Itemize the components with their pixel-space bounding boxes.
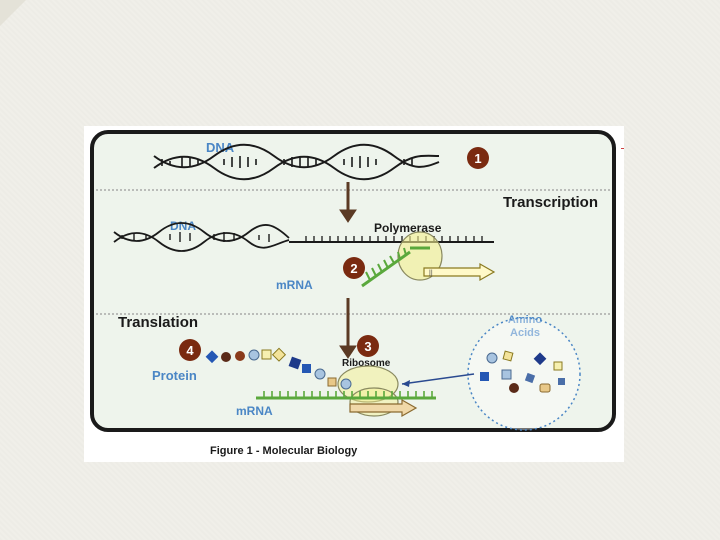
step-1-number: 1 [474, 151, 481, 166]
step-3-number: 3 [364, 339, 371, 354]
figure-caption: Figure 1 - Molecular Biology [210, 445, 358, 457]
polymerase-label: Polymerase [374, 221, 442, 235]
amino-acids-label-line-2: Acids [510, 327, 540, 339]
polymerase-direction-arrow-icon: || [423, 262, 496, 282]
dna-label-top: DNA [206, 140, 235, 155]
protein-label: Protein [152, 368, 197, 383]
amino-acids-label-line-1: Amino [508, 314, 543, 326]
amino-acid-transfer-arrow-icon [401, 373, 475, 385]
step-3-badge: 3 [357, 335, 379, 357]
arrow-head-icon [402, 380, 410, 387]
stray-red-mark-icon [621, 148, 624, 149]
down-arrow-icon [339, 298, 357, 359]
figure-canvas: DNA 1 [90, 130, 616, 457]
amino-acid-pool-icon [467, 317, 581, 431]
step-2-badge: 2 [343, 257, 365, 279]
ribosome-label: Ribosome [342, 358, 391, 369]
ribosome-icon [337, 365, 399, 403]
molecular-biology-figure: DNA 1 [84, 126, 624, 462]
transcription-label: Transcription [503, 194, 598, 211]
down-arrow-icon [339, 182, 357, 223]
slide-corner-decoration [0, 0, 26, 26]
step-1-badge: 1 [467, 147, 489, 169]
mrna-label-transcription: mRNA [276, 278, 313, 292]
step-2-number: 2 [350, 261, 357, 276]
ribosome-direction-arrow-icon [349, 398, 418, 418]
step-4-number: 4 [186, 343, 194, 358]
unwinding-dna-icon [113, 222, 494, 252]
mrna-translation-strand-icon [256, 391, 436, 400]
mrna-label-translation: mRNA [236, 404, 273, 418]
svg-text:||: || [429, 270, 433, 277]
mrna-strand-icon [361, 246, 430, 288]
dna-double-helix-icon [153, 143, 440, 181]
step-4-badge: 4 [179, 339, 201, 361]
translation-label: Translation [118, 314, 198, 331]
